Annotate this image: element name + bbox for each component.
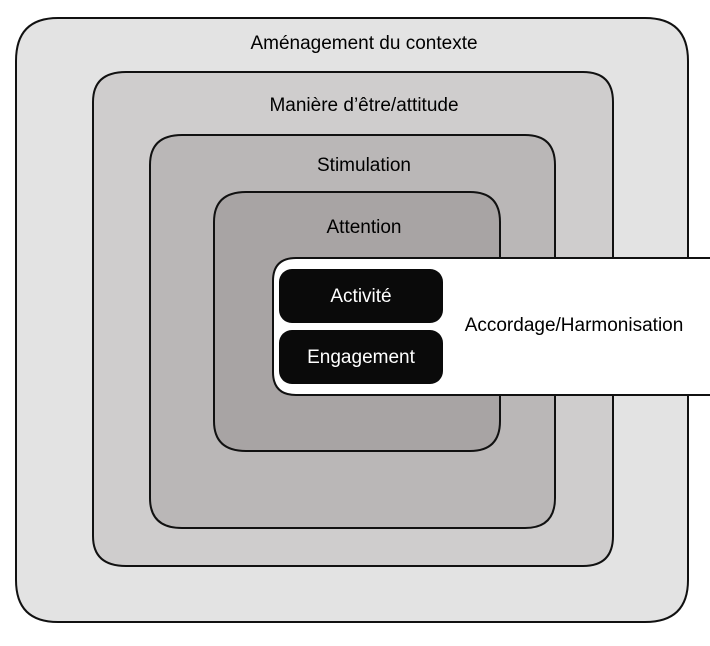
layer-amenagement-label: Aménagement du contexte xyxy=(250,33,477,54)
core-activite-box xyxy=(279,269,443,323)
layer-attention-label: Attention xyxy=(327,217,402,238)
core-engagement-box xyxy=(279,330,443,384)
layer-maniere-label: Manière d’être/attitude xyxy=(269,95,458,116)
layer-stimulation-label: Stimulation xyxy=(317,155,411,176)
core-activite-label: Activité xyxy=(330,286,391,307)
bridge-label: Accordage/Harmonisation xyxy=(465,315,684,336)
core-engagement-label: Engagement xyxy=(307,347,415,368)
